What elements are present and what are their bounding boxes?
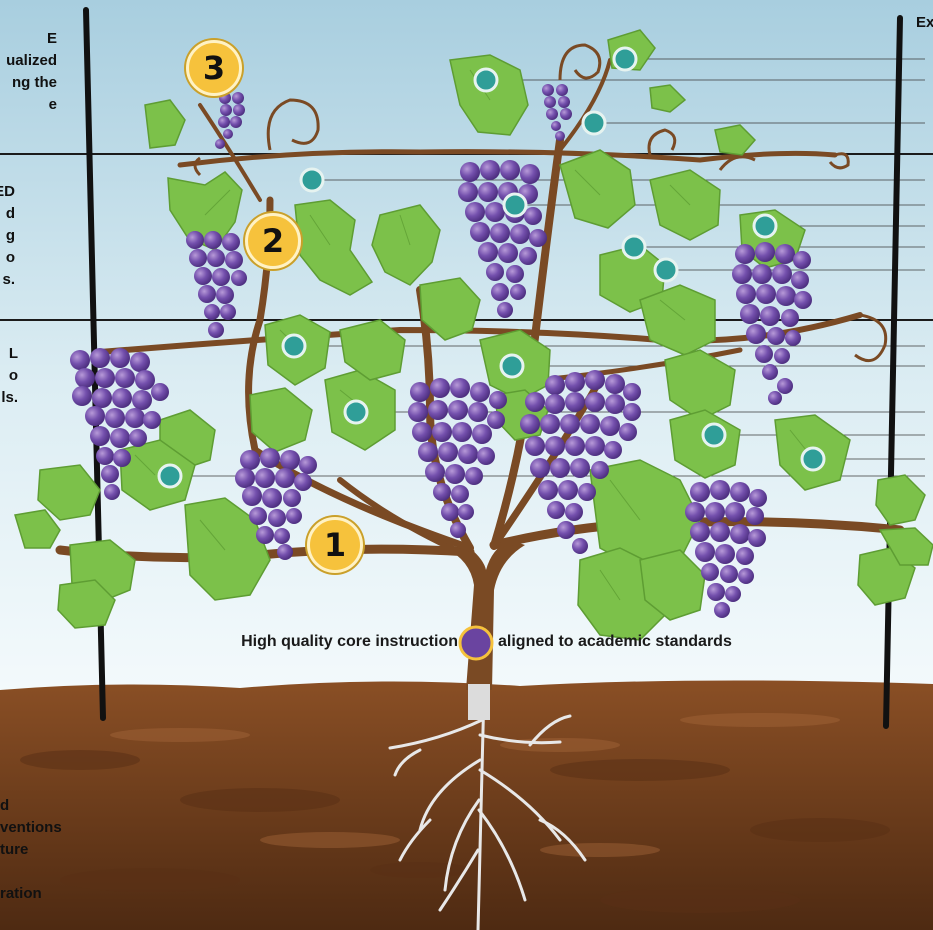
right-edge-label: Ex xyxy=(916,14,933,31)
trunk-base xyxy=(468,684,490,720)
soil-label-line: d xyxy=(0,795,62,817)
tier-badge-2: 2 xyxy=(245,213,301,269)
tier-2-label-line: s. xyxy=(0,269,15,291)
soil-label: d ventions ture ration xyxy=(0,795,62,905)
tier-3-label-line: ng the xyxy=(6,72,57,94)
soil-label-line: ture xyxy=(0,839,62,861)
teal-marker xyxy=(754,215,776,237)
teal-marker xyxy=(623,236,645,258)
tier-3-label-line: E xyxy=(6,28,57,50)
tier-2-label-line: o xyxy=(0,247,15,269)
teal-marker xyxy=(703,424,725,446)
core-instruction-marker xyxy=(460,627,492,659)
teal-marker xyxy=(159,465,181,487)
tier-2-label-line: ED xyxy=(0,181,15,203)
tier-2-label-line: g xyxy=(0,225,15,247)
teal-marker xyxy=(614,48,636,70)
tier-badge-3: 3 xyxy=(186,40,242,96)
teal-marker xyxy=(504,194,526,216)
teal-marker xyxy=(802,448,824,470)
teal-marker xyxy=(583,112,605,134)
tier-2-label-line: d xyxy=(0,203,15,225)
teal-marker xyxy=(345,401,367,423)
soil-label-line: ration xyxy=(0,883,62,905)
tier-3-label-line: e xyxy=(6,94,57,116)
tier-1-label: L o ls. xyxy=(1,343,18,409)
tier-1-label-line: L xyxy=(1,343,18,365)
teal-marker xyxy=(301,169,323,191)
tier-2-label: ED d g o s. xyxy=(0,181,15,291)
tier-1-label-line: ls. xyxy=(1,387,18,409)
core-instruction-right-text: aligned to academic standards xyxy=(498,633,732,651)
tier-3-label-line: ualized xyxy=(6,50,57,72)
teal-marker xyxy=(501,355,523,377)
soil-label-line: ventions xyxy=(0,817,62,839)
teal-marker xyxy=(475,69,497,91)
core-instruction-left-text: High quality core instruction xyxy=(241,633,458,651)
tier-3-label: E ualized ng the e xyxy=(6,28,57,116)
tier-1-label-line: o xyxy=(1,365,18,387)
soil-label-line xyxy=(0,861,62,883)
teal-marker xyxy=(283,335,305,357)
teal-marker xyxy=(655,259,677,281)
tier-badge-1: 1 xyxy=(307,517,363,573)
